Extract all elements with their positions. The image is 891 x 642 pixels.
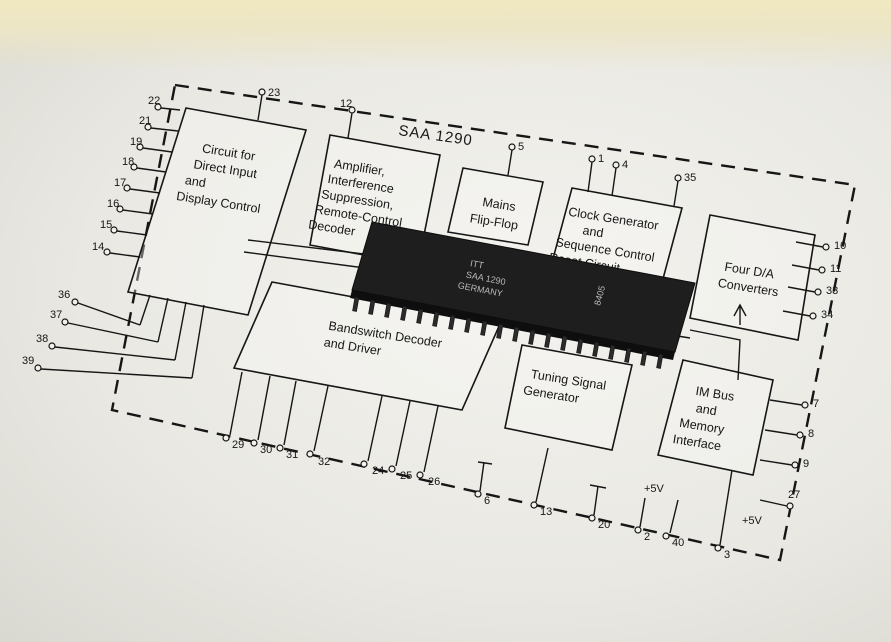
- pin-26: 26: [417, 406, 440, 488]
- svg-text:21: 21: [139, 115, 151, 127]
- pin-4: 4: [612, 159, 628, 196]
- svg-text:19: 19: [130, 136, 142, 148]
- svg-text:5: 5: [518, 141, 524, 153]
- svg-text:26: 26: [428, 476, 440, 488]
- pin-17: 17: [114, 177, 160, 193]
- svg-text:37: 37: [50, 309, 62, 321]
- svg-text:15: 15: [100, 219, 112, 231]
- svg-text:17: 17: [114, 177, 126, 189]
- svg-text:10: 10: [834, 240, 846, 252]
- pin-40: 40: [663, 500, 684, 549]
- svg-text:13: 13: [540, 506, 552, 518]
- svg-text:38: 38: [36, 333, 48, 345]
- svg-text:20: 20: [598, 519, 610, 531]
- supply-label-right: +5V: [742, 515, 763, 527]
- pin-27: 27: [760, 489, 800, 509]
- svg-text:18: 18: [122, 156, 134, 168]
- pin-13: 13: [531, 448, 552, 518]
- pin-36: 36: [58, 289, 140, 325]
- svg-text:11: 11: [830, 263, 841, 275]
- pin-29: 29: [223, 372, 244, 451]
- pin-12: 12: [340, 98, 355, 138]
- svg-text:16: 16: [107, 198, 119, 210]
- svg-text:34: 34: [821, 309, 833, 321]
- svg-text:31: 31: [286, 449, 298, 461]
- pin-2: 2: [635, 498, 650, 543]
- pin-22: 22: [148, 95, 180, 110]
- pin-14: 14: [92, 241, 140, 257]
- svg-text:30: 30: [260, 444, 272, 456]
- svg-text:35: 35: [684, 172, 696, 184]
- pin-37: 37: [50, 309, 158, 342]
- pin-24: 24: [361, 396, 384, 477]
- pin-6: 6: [475, 462, 492, 507]
- pin-16: 16: [107, 198, 153, 214]
- svg-text:39: 39: [22, 355, 34, 367]
- svg-text:12: 12: [340, 98, 352, 110]
- svg-text:22: 22: [148, 95, 160, 107]
- svg-text:23: 23: [268, 87, 280, 99]
- pin-1: 1: [588, 153, 604, 192]
- pin-15: 15: [100, 219, 147, 235]
- svg-text:4: 4: [622, 159, 628, 171]
- svg-text:25: 25: [400, 470, 412, 482]
- svg-text:9: 9: [803, 458, 809, 470]
- supply-label-left: +5V: [644, 483, 665, 495]
- pin-9: 9: [760, 458, 809, 470]
- pin-5: 5: [508, 141, 524, 175]
- pin-32: 32: [307, 386, 330, 468]
- pin-35: 35: [674, 172, 696, 206]
- pin-8: 8: [765, 428, 814, 440]
- svg-text:24: 24: [372, 465, 384, 477]
- svg-text:33: 33: [826, 285, 838, 297]
- device-title: SAA 1290: [397, 122, 473, 149]
- svg-text:8: 8: [808, 428, 814, 440]
- svg-text:3: 3: [724, 549, 730, 561]
- svg-text:14: 14: [92, 241, 104, 253]
- pin-20: 20: [589, 485, 610, 531]
- svg-text:1: 1: [598, 153, 604, 165]
- svg-text:36: 36: [58, 289, 70, 301]
- pin-23: 23: [258, 87, 280, 120]
- svg-text:29: 29: [232, 439, 244, 451]
- svg-text:6: 6: [484, 495, 490, 507]
- pin-38: 38: [36, 333, 175, 360]
- pin-31: 31: [277, 381, 298, 461]
- svg-text:7: 7: [813, 398, 819, 410]
- svg-text:40: 40: [672, 537, 684, 549]
- pin-25: 25: [389, 401, 412, 482]
- svg-text:32: 32: [318, 456, 330, 468]
- pin-21: 21: [139, 115, 178, 131]
- svg-text:27: 27: [788, 489, 800, 501]
- svg-text:2: 2: [644, 531, 650, 543]
- pin-30: 30: [251, 376, 272, 456]
